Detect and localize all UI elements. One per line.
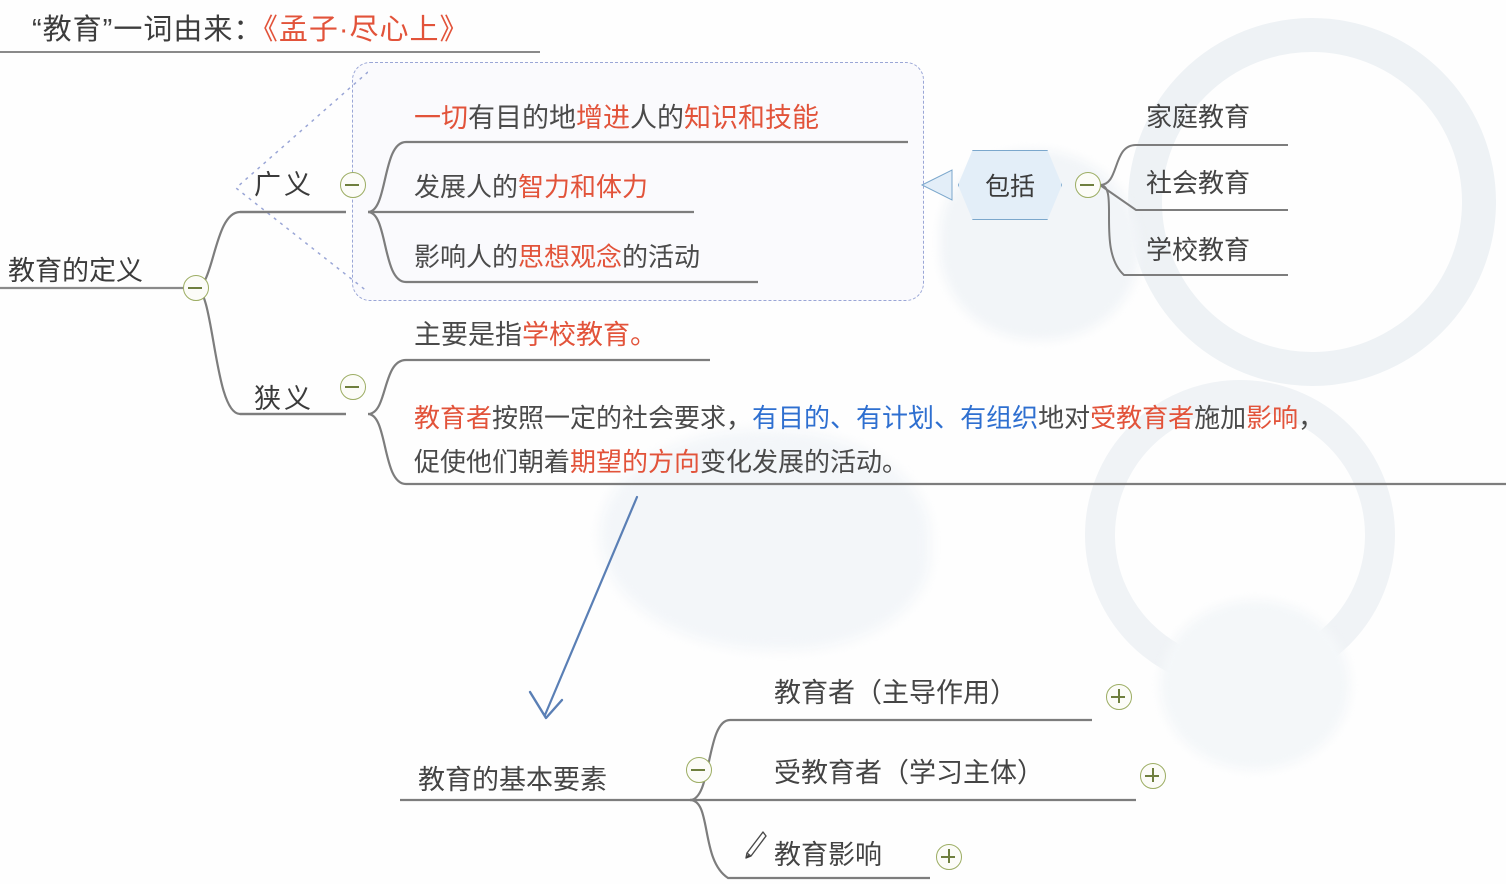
seg: 有组织 [960, 403, 1039, 433]
seg: 地对 [1038, 403, 1091, 433]
seg: 发展人的 [414, 172, 519, 202]
broad-item-2[interactable]: 发展人的智力和体力 [414, 174, 648, 200]
second-root-label[interactable]: 教育的基本要素 [418, 765, 607, 795]
watermark-blob [1160, 600, 1350, 770]
callout-node-includes[interactable]: 包括 [958, 150, 1062, 220]
collapse-icon-root[interactable] [183, 275, 209, 301]
element-item-educator[interactable]: 教育者（主导作用） [774, 678, 1017, 708]
seg: 有目的、 [752, 403, 857, 433]
page-title: “教育”一词由来：《孟子·尽心上》 [32, 6, 470, 48]
narrow-item-2-line2: 促使他们朝着期望的方向变化发展的活动。 [414, 440, 1324, 484]
element-item-learner[interactable]: 受教育者（学习主体） [774, 758, 1044, 788]
seg: 变化发展的活动。 [700, 447, 909, 477]
seg: 主要是指 [414, 320, 522, 350]
narrow-item-2[interactable]: 教育者按照一定的社会要求，有目的、有计划、有组织地对受教育者施加影响， 促使他们… [414, 396, 1324, 484]
narrow-item-2-line1: 教育者按照一定的社会要求，有目的、有计划、有组织地对受教育者施加影响， [414, 396, 1324, 440]
seg: 影响 [1246, 403, 1299, 433]
seg: ， [1298, 403, 1325, 433]
seg: 教育者 [414, 403, 493, 433]
title-source: 《孟子·尽心上》 [263, 14, 470, 46]
callout-label: 包括 [984, 173, 1035, 201]
element-item-influence[interactable]: 教育影响 [774, 840, 882, 870]
seg: 期望的方向 [570, 447, 701, 477]
includes-item-family[interactable]: 家庭教育 [1146, 102, 1251, 132]
expand-icon-educator[interactable] [1106, 684, 1132, 710]
seg: 促使他们朝着 [414, 447, 571, 477]
collapse-icon-narrow[interactable] [340, 374, 366, 400]
collapse-icon-broad[interactable] [340, 172, 366, 198]
includes-item-society[interactable]: 社会教育 [1146, 168, 1251, 198]
seg: 知识和技能 [684, 103, 819, 133]
watermark-ring [1128, 18, 1496, 386]
callout-shape [958, 150, 1062, 220]
narrow-item-1[interactable]: 主要是指学校教育。 [414, 322, 657, 349]
root-node-label[interactable]: 教育的定义 [8, 256, 143, 286]
pen-cursor [745, 831, 767, 859]
expand-icon-learner[interactable] [1140, 763, 1166, 789]
collapse-icon-includes[interactable] [1075, 172, 1101, 198]
branch-label-narrow[interactable]: 狭义 [254, 384, 314, 414]
seg: 学校教育。 [522, 320, 657, 350]
seg: 受教育者 [1090, 403, 1195, 433]
broad-item-3[interactable]: 影响人的思想观念的活动 [414, 244, 700, 270]
seg: 一切 [414, 103, 468, 133]
seg: 思想观念 [518, 242, 623, 272]
broad-item-1[interactable]: 一切有目的地增进人的知识和技能 [414, 105, 819, 132]
collapse-icon-second-root[interactable] [686, 757, 712, 783]
seg: 影响人的 [414, 242, 519, 272]
seg: 的活动 [622, 242, 701, 272]
includes-item-school[interactable]: 学校教育 [1146, 235, 1251, 265]
seg: 智力和体力 [518, 172, 649, 202]
title-prefix: “教育”一词由来： [32, 14, 264, 46]
seg: 有目的地 [468, 103, 576, 133]
branch-label-broad[interactable]: 广义 [254, 170, 314, 200]
seg: 按照一定的社会要求， [492, 403, 753, 433]
seg: 有计划、 [856, 403, 961, 433]
seg: 施加 [1194, 403, 1247, 433]
seg: 人的 [630, 103, 684, 133]
expand-icon-influence[interactable] [936, 844, 962, 870]
seg: 增进 [576, 103, 630, 133]
